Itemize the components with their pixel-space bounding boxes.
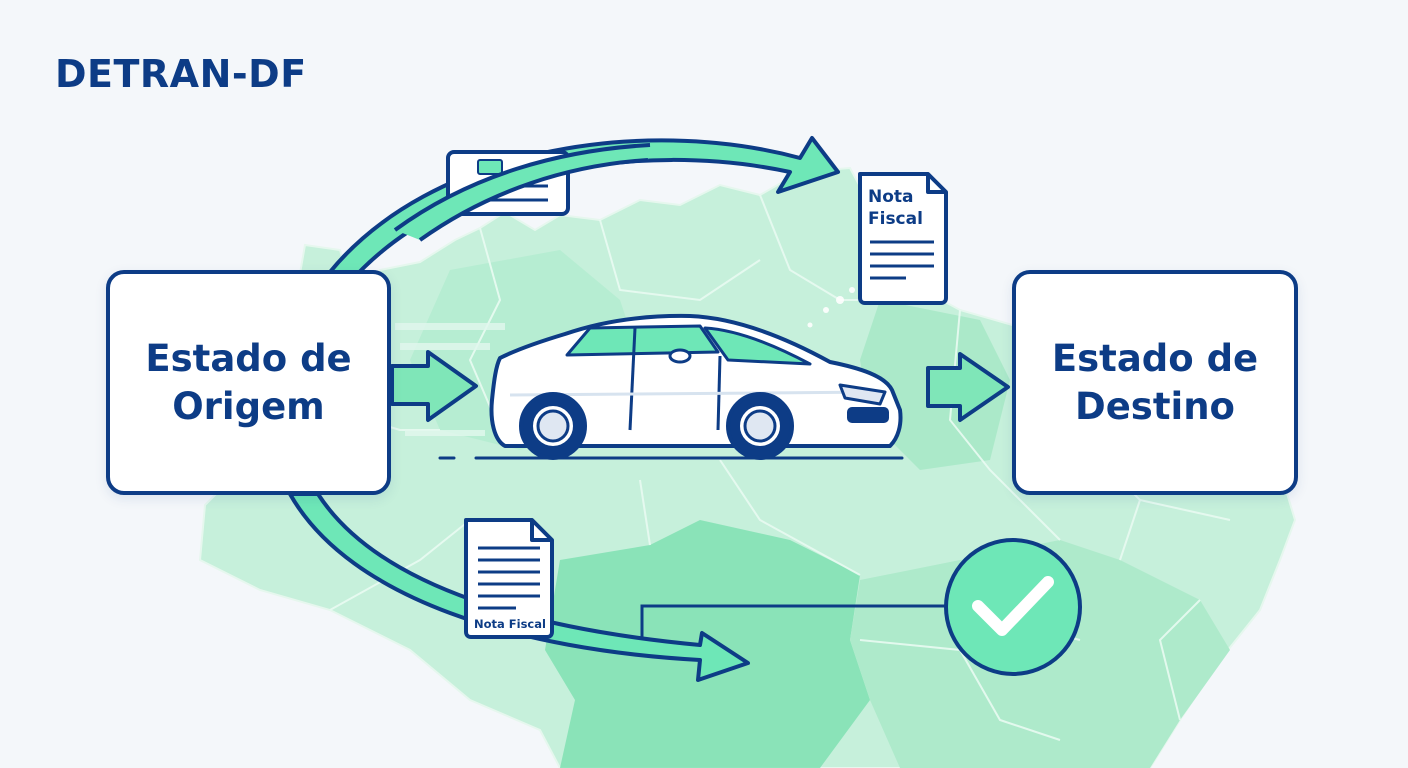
nota-fiscal-bottom-label: Nota Fiscal: [474, 617, 546, 631]
car-icon: [489, 313, 903, 460]
brand-logo: DETRAN-DF: [55, 52, 307, 96]
origin-label-line2: Origem: [172, 384, 325, 428]
motion-lines: [395, 323, 505, 436]
nota-fiscal-document-bottom: Nota Fiscal: [464, 518, 554, 639]
checkmark-icon: [944, 538, 1082, 676]
destination-label-line2: Destino: [1075, 384, 1235, 428]
nota-fiscal-document-top: Nota Fiscal: [858, 172, 948, 305]
nota-fiscal-top-line2: Fiscal: [868, 209, 923, 229]
arc-overlap-edge-inner: [418, 158, 649, 242]
nota-fiscal-top-line1: Nota: [868, 187, 914, 207]
arrow-right-icon-right: [926, 352, 1010, 422]
destination-label-line1: Estado de: [1051, 336, 1259, 380]
arc-overlap: [395, 145, 650, 240]
destination-state-box: Estado de Destino: [1012, 270, 1298, 495]
arrow-right-icon-left: [390, 350, 478, 422]
arc-overlap-edge: [393, 143, 651, 232]
check-connector-line: [640, 604, 946, 640]
origin-state-box: Estado de Origem: [106, 270, 391, 495]
bottom-arc-arrow-icon: [288, 492, 750, 682]
origin-label-line1: Estado de: [145, 336, 352, 380]
